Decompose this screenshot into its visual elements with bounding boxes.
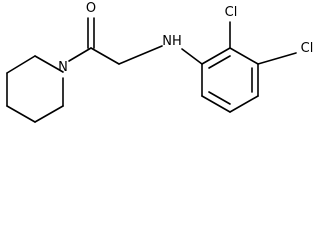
bond-carbonyl-ch2	[90, 47, 120, 65]
carbonyl-double-bond	[87, 17, 95, 49]
bond-ar-1-2	[201, 47, 231, 65]
dichlorophenyl-ring	[201, 47, 259, 113]
chlorine-3-label: Cl	[301, 41, 314, 56]
bond-c5-c6	[34, 105, 64, 123]
bond-c4-c5	[6, 105, 36, 123]
bond-ar-2-3	[229, 47, 259, 65]
bond-nh-ring	[181, 48, 203, 65]
molecule-drawing: O N NH Cl Cl	[6, 1, 314, 123]
bond-ar-4-5	[229, 95, 259, 113]
piperidine-ring	[6, 55, 64, 123]
bond-ar-5-6	[201, 95, 231, 113]
piperidine-nitrogen-label: N	[58, 60, 68, 75]
structure-canvas: O N NH Cl Cl	[6, 1, 314, 123]
bond-ar-cl3	[257, 52, 297, 65]
chlorine-2-label: Cl	[225, 5, 238, 20]
bond-n-c2	[34, 55, 64, 73]
bond-c2-c3	[6, 55, 36, 74]
bond-ar-inner-c	[208, 91, 231, 105]
bond-ar-inner-a	[208, 55, 231, 69]
bond-n-carbonyl	[68, 47, 92, 62]
amine-label: NH	[162, 34, 182, 49]
oxygen-label: O	[86, 1, 96, 16]
bond-ch2-nh	[118, 45, 163, 65]
